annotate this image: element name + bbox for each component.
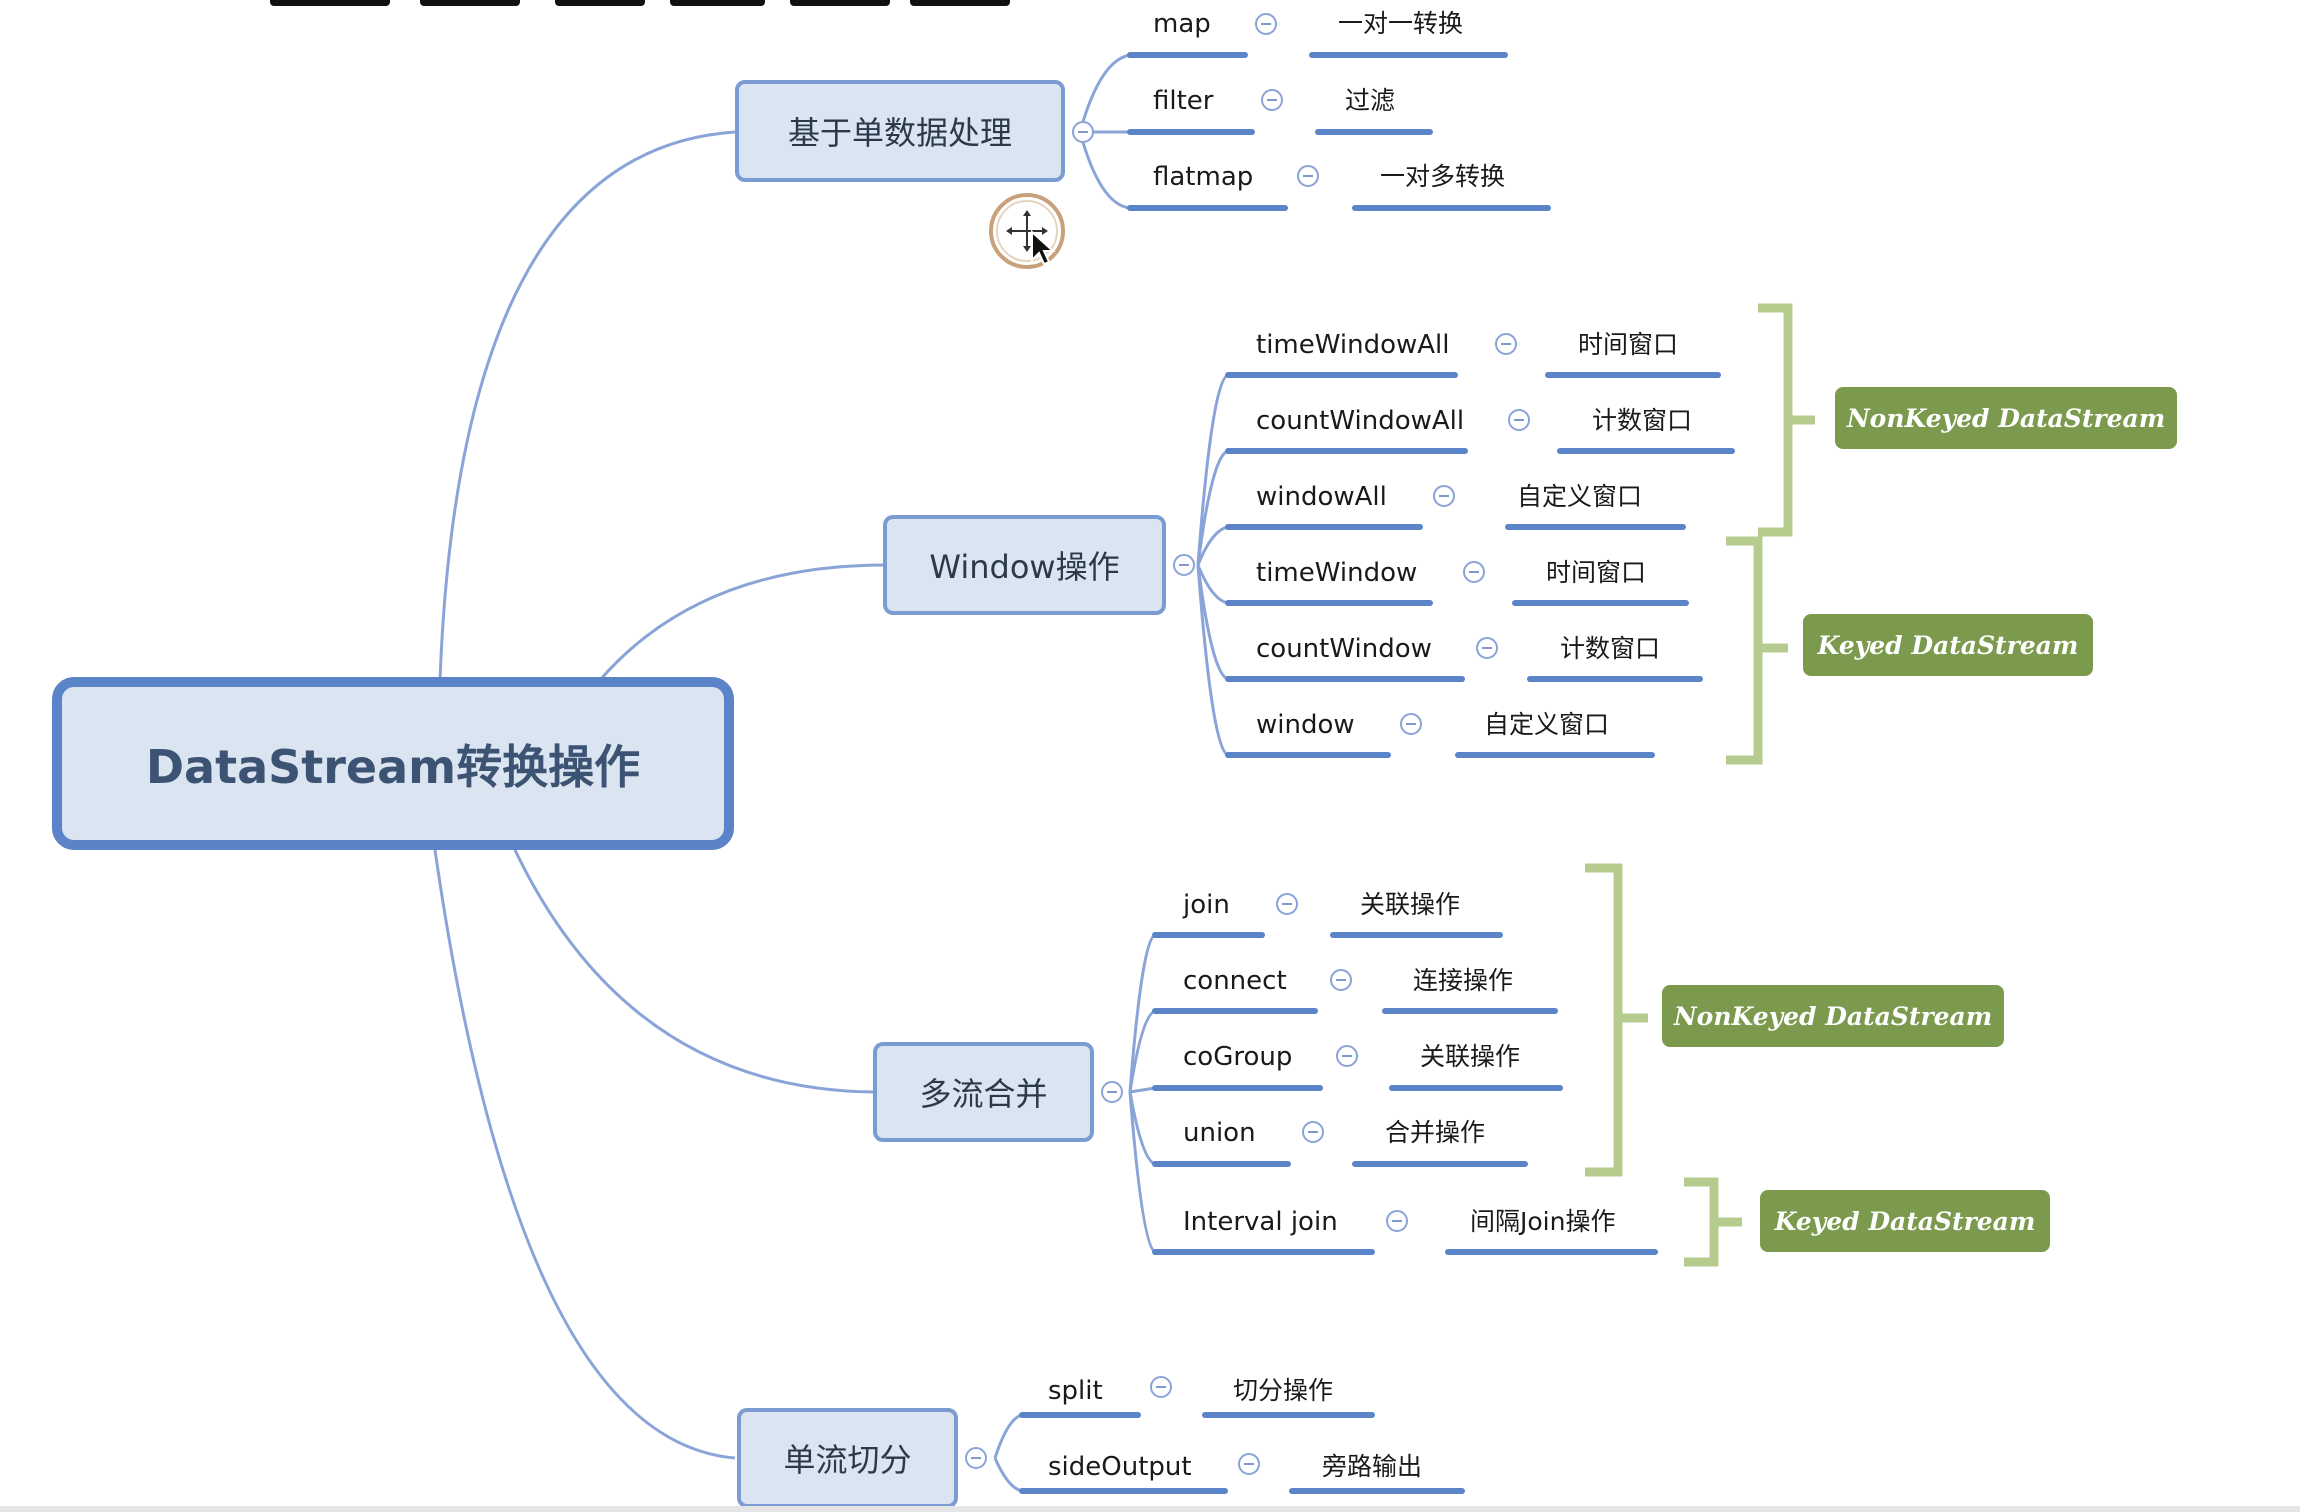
desc-window[interactable]: 自定义窗口 <box>1484 710 1610 739</box>
collapse-minus-icon[interactable] <box>1330 969 1352 991</box>
desc-union[interactable]: 合并操作 <box>1385 1118 1486 1147</box>
collapse-minus-icon[interactable] <box>1302 1121 1324 1143</box>
item-timeWindowAll[interactable]: timeWindowAll <box>1256 330 1450 360</box>
desc-sideOutput[interactable]: 旁路输出 <box>1322 1452 1423 1481</box>
item-filter[interactable]: filter <box>1153 86 1214 116</box>
central-topic[interactable]: DataStream转换操作 <box>52 677 734 850</box>
collapse-minus-icon[interactable] <box>1261 89 1283 111</box>
item-union[interactable]: union <box>1183 1118 1256 1148</box>
desc-map[interactable]: 一对一转换 <box>1338 9 1464 38</box>
collapse-minus-icon[interactable] <box>1336 1045 1358 1067</box>
desc-filter[interactable]: 过滤 <box>1345 86 1396 115</box>
bracket-window-nonkeyed <box>1758 303 1815 537</box>
collapse-minus-icon[interactable] <box>1476 637 1498 659</box>
desc-countWindowAll[interactable]: 计数窗口 <box>1592 406 1693 435</box>
move-cursor-icon <box>989 193 1065 269</box>
item-timeWindow[interactable]: timeWindow <box>1256 558 1418 588</box>
branch-multi-stream-merge[interactable]: 多流合并 <box>873 1042 1094 1142</box>
item-join[interactable]: join <box>1183 890 1230 920</box>
connector-central-to-window <box>598 563 886 681</box>
cropped-title-fragment <box>270 0 1030 12</box>
item-window[interactable]: window <box>1256 710 1355 740</box>
desc-countWindow[interactable]: 计数窗口 <box>1560 634 1661 663</box>
desc-flatmap[interactable]: 一对多转换 <box>1380 162 1506 191</box>
collapse-minus-icon[interactable] <box>1386 1210 1408 1232</box>
item-countWindow[interactable]: countWindow <box>1256 634 1432 664</box>
collapse-minus-icon[interactable] <box>1150 1376 1172 1398</box>
branch-window-operations[interactable]: Window操作 <box>883 515 1166 615</box>
collapse-minus-icon[interactable] <box>1463 561 1485 583</box>
collapse-minus-icon[interactable] <box>1495 333 1517 355</box>
item-countWindowAll[interactable]: countWindowAll <box>1256 406 1465 436</box>
desc-connect[interactable]: 连接操作 <box>1413 966 1514 995</box>
collapse-minus-icon[interactable] <box>1433 485 1455 507</box>
collapse-minus-icon[interactable] <box>1238 1453 1260 1475</box>
connector-central-to-split <box>433 849 736 1460</box>
collapse-minus-icon[interactable] <box>1276 893 1298 915</box>
item-coGroup[interactable]: coGroup <box>1183 1042 1293 1072</box>
desc-join[interactable]: 关联操作 <box>1360 890 1461 919</box>
tag-window-nonkeyed-datastream: NonKeyed DataStream <box>1835 387 2177 449</box>
collapse-minus-icon[interactable] <box>1255 13 1277 35</box>
item-connect[interactable]: connect <box>1183 966 1287 996</box>
desc-coGroup[interactable]: 关联操作 <box>1420 1042 1521 1071</box>
tag-window-keyed-datastream: Keyed DataStream <box>1803 614 2093 676</box>
desc-split[interactable]: 切分操作 <box>1233 1376 1334 1405</box>
tag-multi-keyed-datastream: Keyed DataStream <box>1760 1190 2050 1252</box>
item-map[interactable]: map <box>1153 9 1211 39</box>
item-windowAll[interactable]: windowAll <box>1256 482 1387 512</box>
tag-multi-nonkeyed-datastream: NonKeyed DataStream <box>1662 985 2004 1047</box>
collapse-minus-icon[interactable] <box>1101 1081 1123 1103</box>
collapse-minus-icon[interactable] <box>1400 713 1422 735</box>
collapse-minus-icon[interactable] <box>1072 121 1094 143</box>
desc-timeWindowAll[interactable]: 时间窗口 <box>1578 330 1679 359</box>
desc-windowAll[interactable]: 自定义窗口 <box>1517 482 1643 511</box>
item-sideOutput[interactable]: sideOutput <box>1048 1452 1192 1482</box>
connector-central-to-multi <box>513 849 876 1094</box>
branch-basic-processing[interactable]: 基于单数据处理 <box>735 80 1065 182</box>
item-split[interactable]: split <box>1048 1376 1103 1406</box>
window-bottom-edge <box>0 1506 2300 1512</box>
bracket-window-keyed <box>1726 536 1788 765</box>
bracket-multi-nonkeyed <box>1585 863 1648 1177</box>
desc-interval-join[interactable]: 间隔Join操作 <box>1470 1207 1616 1236</box>
bracket-multi-keyed <box>1684 1177 1742 1267</box>
collapse-minus-icon[interactable] <box>1508 409 1530 431</box>
connector-central-to-basic <box>438 130 736 681</box>
item-interval-join[interactable]: Interval join <box>1183 1207 1338 1237</box>
desc-timeWindow[interactable]: 时间窗口 <box>1546 558 1647 587</box>
branch-single-stream-split[interactable]: 单流切分 <box>737 1408 958 1508</box>
item-flatmap[interactable]: flatmap <box>1153 162 1254 192</box>
collapse-minus-icon[interactable] <box>1297 165 1319 187</box>
collapse-minus-icon[interactable] <box>965 1447 987 1469</box>
collapse-minus-icon[interactable] <box>1173 554 1195 576</box>
